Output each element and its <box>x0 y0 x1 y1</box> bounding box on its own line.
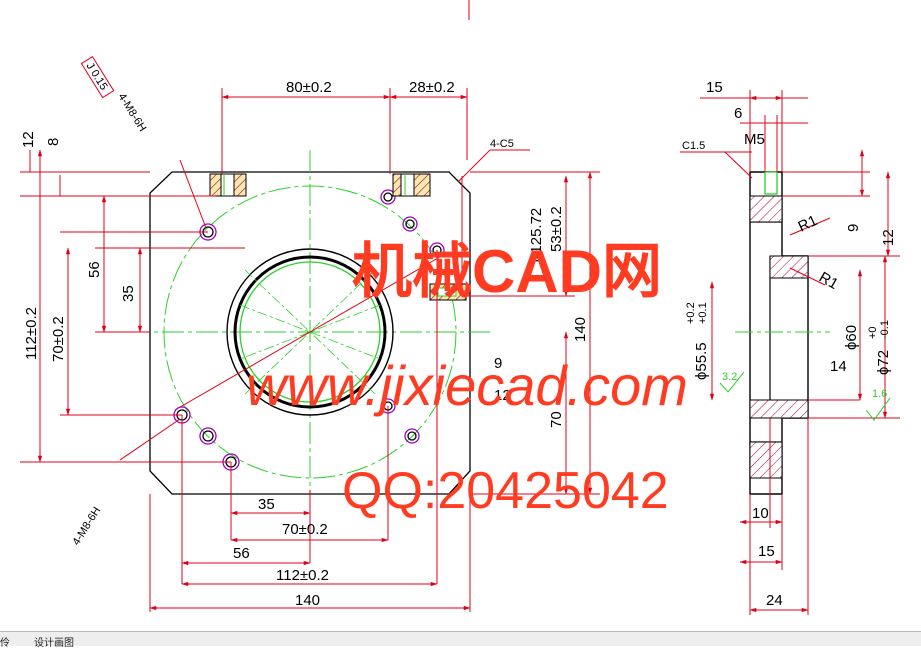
watermark-line3: QQ:20425042 <box>342 462 669 520</box>
tapped-section-left <box>209 173 247 197</box>
dim-bot-56: 56 <box>233 545 250 562</box>
dim-bot-140: 140 <box>295 592 320 609</box>
callout-chamfer: 4-C5 <box>490 138 514 150</box>
thread-hole-6 <box>402 216 418 232</box>
side-dim-15-bot: 15 <box>758 543 775 560</box>
side-dim-dia-60: ϕ60 <box>843 325 860 350</box>
side-dim-14: 14 <box>830 358 847 375</box>
side-dim-55-group: ϕ55.5 +0.2 +0.1 <box>685 302 710 380</box>
dim-right-9: 9 <box>494 355 502 372</box>
side-dim-dia-72: ϕ72 <box>875 350 892 375</box>
dim-top-80: 80±0.2 <box>286 79 332 96</box>
tapped-section-mid <box>429 283 467 301</box>
side-dim-12: 12 <box>880 229 897 246</box>
dim-bot-70: 70±0.2 <box>282 521 328 538</box>
front-view: 80±0.2 28±0.2 12 8 112±0.2 70±0.2 56 35 … <box>20 0 600 612</box>
side-rough-16: 1.6 <box>872 388 887 400</box>
side-hatch-upper <box>749 195 783 223</box>
dim-right-70: 70 <box>548 411 565 428</box>
dim-left-35: 35 <box>120 285 137 302</box>
dim-left-8: 8 <box>45 138 62 146</box>
side-dim-24: 24 <box>766 592 783 609</box>
watermark: 机械CAD网 www.jixiecad.com QQ:20425042 <box>246 238 688 520</box>
thread-hole-9 <box>404 428 420 444</box>
side-hatch-lower <box>749 399 809 419</box>
dim-left-56: 56 <box>86 261 103 278</box>
callout-thread-bottom: 4-M8-6H <box>70 505 103 548</box>
bore-outer <box>226 248 394 416</box>
thread-holes <box>173 189 445 471</box>
thread-hole-5 <box>380 189 396 205</box>
bore-inner <box>239 261 381 403</box>
watermark-line2: www.jixiecad.com <box>246 354 688 417</box>
thread-hole-3 <box>199 427 217 445</box>
side-view: 15 6 M5 C1.5 R1 R1 9 12 ϕ55.5 +0.2 +0.1 … <box>680 79 900 615</box>
tapped-section-right <box>392 173 431 197</box>
side-dim-dia-55-lower: +0.1 <box>697 302 709 324</box>
side-dim-m5: M5 <box>744 131 765 148</box>
side-tap-hole <box>764 171 778 195</box>
bore-ring <box>233 255 387 409</box>
dim-left-70: 70±0.2 <box>50 316 67 362</box>
tolerance-frame-text: J 0.15 <box>84 61 110 93</box>
dim-right-12: 12 <box>494 387 511 404</box>
side-dim-dia-55: ϕ55.5 <box>693 342 710 380</box>
side-dim-dia-72-upper: +0 <box>867 326 879 339</box>
dim-left-112: 112±0.2 <box>23 307 40 360</box>
side-dim-6: 6 <box>734 105 742 122</box>
status-tab-left[interactable]: 伶 <box>0 638 10 649</box>
status-tab-design[interactable]: 设计画图 <box>34 638 74 649</box>
dim-right-140: 140 <box>572 317 589 342</box>
side-dim-15-top: 15 <box>706 79 723 96</box>
status-bar: 伶 设计画图 <box>0 631 921 649</box>
dim-top-28: 28±0.2 <box>409 79 455 96</box>
bolt-circle <box>163 185 457 479</box>
side-hatch-bottom <box>749 441 783 479</box>
dim-left-12: 12 <box>20 131 37 148</box>
side-rough-32: 3.2 <box>722 371 737 383</box>
tolerance-frame: J 0.15 <box>80 56 115 99</box>
side-dim-r1-b: R1 <box>816 269 841 293</box>
side-dim-10: 10 <box>752 505 769 522</box>
dim-bot-112: 112±0.2 <box>276 567 329 584</box>
front-dimension-lines <box>20 0 600 612</box>
dim-right-53: 53±0.2 <box>548 206 565 252</box>
side-dim-dia-72-lower: -0.1 <box>879 320 891 339</box>
dia-leader-line <box>174 253 446 411</box>
side-dim-9: 9 <box>845 224 862 232</box>
side-dimension-lines <box>680 90 900 615</box>
side-dim-dia-55-upper: +0.2 <box>685 302 697 324</box>
side-hatch-upper2 <box>769 255 809 279</box>
side-dim-c15: C1.5 <box>682 140 705 152</box>
dim-dia-125: ϕ125.72 <box>528 208 545 262</box>
dim-bot-35: 35 <box>258 496 275 513</box>
side-dim-r1-a: R1 <box>796 212 821 236</box>
watermark-line1: 机械CAD网 <box>352 238 662 305</box>
plate-outline <box>149 171 471 495</box>
callout-thread-top: 4-M8-6H <box>115 91 148 134</box>
side-dim-72-group: ϕ72 +0 -0.1 <box>867 320 892 375</box>
